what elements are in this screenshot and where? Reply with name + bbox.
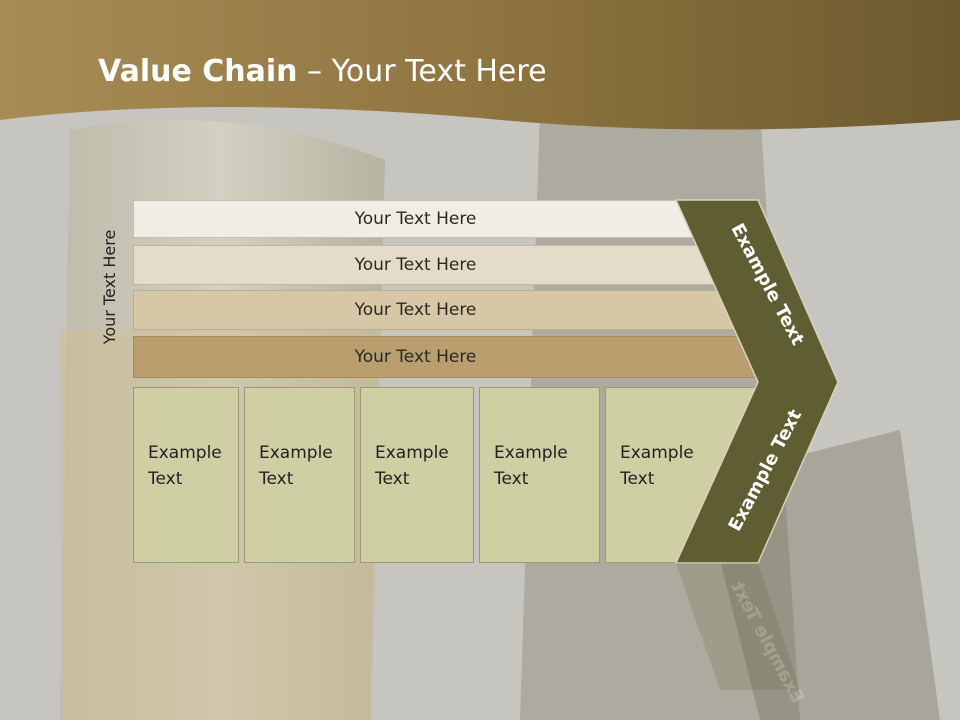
row-2: Your Text Here xyxy=(133,245,717,285)
box-2-line1: Example xyxy=(259,443,333,463)
row-1-label: Your Text Here xyxy=(354,209,477,229)
box-3-line1: Example xyxy=(375,443,449,463)
row-4-label: Your Text Here xyxy=(354,347,477,367)
title-bold: Value Chain xyxy=(98,54,298,89)
slide-title: Value Chain – Your Text Here xyxy=(98,54,547,89)
box-3-line2: Text xyxy=(375,469,410,489)
box-1-line2: Text xyxy=(148,469,183,489)
box-4-line1: Example xyxy=(494,443,568,463)
box-4-line2: Text xyxy=(494,469,529,489)
row-2-label: Your Text Here xyxy=(354,255,477,275)
row-3: Your Text Here xyxy=(133,290,739,330)
row-3-label: Your Text Here xyxy=(354,300,477,320)
box-2-line2: Text xyxy=(259,469,294,489)
row-4: Your Text Here xyxy=(133,336,763,378)
box-5-line2: Text xyxy=(620,469,655,489)
box-1-line1: Example xyxy=(148,443,222,463)
box-5-line1: Example xyxy=(620,443,694,463)
title-rest: – Your Text Here xyxy=(297,54,547,89)
row-1: Your Text Here xyxy=(133,200,693,238)
